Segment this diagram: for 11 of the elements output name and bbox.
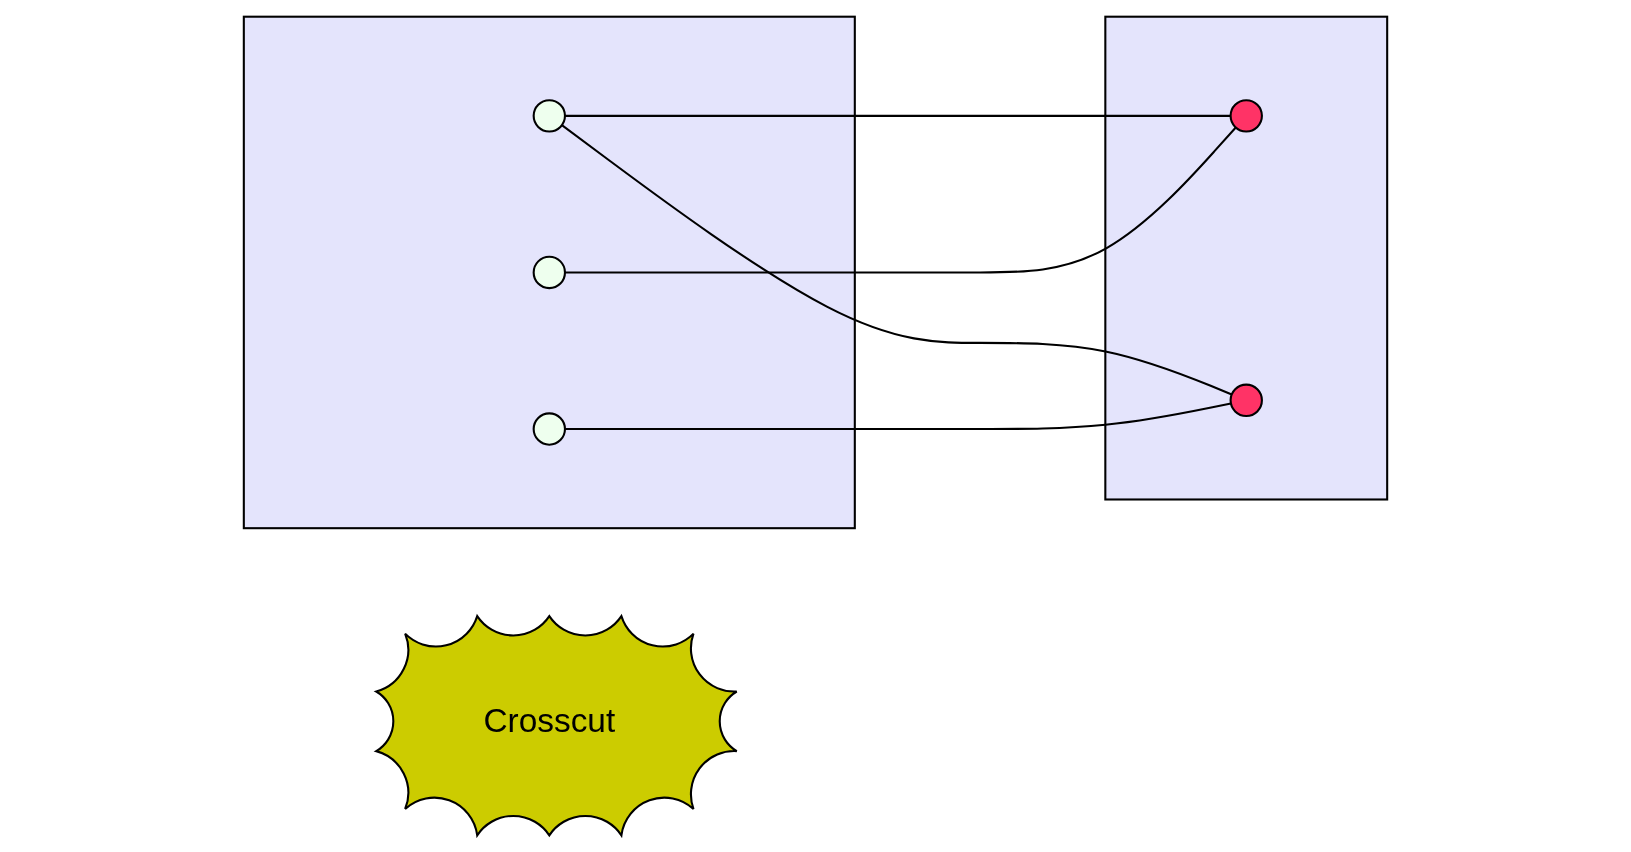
node-circle <box>532 255 566 290</box>
connector <box>564 114 1231 117</box>
node-circle <box>532 412 566 446</box>
cluster <box>1104 15 1389 501</box>
node-circle <box>532 99 566 133</box>
node-circle <box>1229 383 1263 418</box>
connector <box>564 126 1237 274</box>
node-circle <box>1229 99 1263 133</box>
connector <box>561 124 1233 396</box>
connector <box>564 402 1232 431</box>
cluster <box>242 15 856 530</box>
